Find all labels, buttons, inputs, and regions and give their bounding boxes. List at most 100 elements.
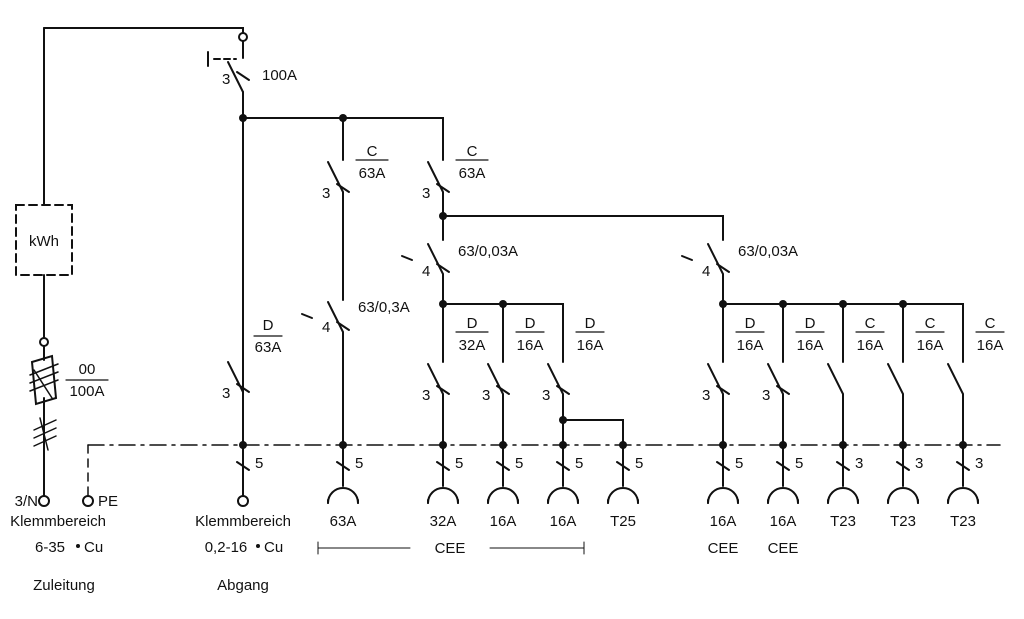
rating-fraction-lines bbox=[253, 159, 1005, 337]
socket-32a: 32A bbox=[430, 513, 457, 530]
w-16a-4: 5 bbox=[795, 455, 803, 472]
wire-count-ticks bbox=[236, 461, 970, 471]
socket-t23-3-icon bbox=[947, 487, 979, 504]
b1-poles: 3 bbox=[422, 387, 430, 404]
breaker-c16c-contact bbox=[947, 363, 964, 443]
breaker-d63-tick bbox=[236, 383, 250, 393]
supply-terminal-top bbox=[238, 32, 248, 42]
breaker-d16d-tick bbox=[776, 385, 790, 395]
breaker-c63-2-tick bbox=[436, 183, 450, 193]
w-32a: 5 bbox=[455, 455, 463, 472]
socket-t23-2: T23 bbox=[890, 513, 916, 530]
junction-dots bbox=[239, 114, 967, 449]
outgoing-unit: Cu bbox=[264, 539, 283, 556]
cee-group-label: CEE bbox=[435, 540, 466, 557]
supply-unit: Cu bbox=[84, 539, 103, 556]
breaker-main-type: D bbox=[263, 317, 274, 334]
rcd-right-tick bbox=[716, 263, 730, 273]
rcd-right-poles: 4 bbox=[702, 263, 710, 280]
w-16a-2: 5 bbox=[575, 455, 583, 472]
breaker-c2-poles: 3 bbox=[422, 185, 430, 202]
rcd-left-handle bbox=[401, 255, 413, 261]
breaker-c1-rating: 63A bbox=[359, 165, 386, 182]
w-outgoing: 5 bbox=[255, 455, 263, 472]
rcd-right-rating: 63/0,03A bbox=[738, 243, 798, 260]
socket-63a-icon bbox=[327, 487, 359, 504]
rcd-left-tick bbox=[436, 263, 450, 273]
socket-t25-icon bbox=[607, 487, 639, 504]
b6-type: C bbox=[865, 315, 876, 332]
b4-type: D bbox=[745, 315, 756, 332]
w-16a-1: 5 bbox=[515, 455, 523, 472]
socket-32a-icon bbox=[427, 487, 459, 504]
supply-square-icon bbox=[76, 544, 80, 548]
socket-16a-1: 16A bbox=[490, 513, 517, 530]
outgoing-area: Klemmbereich bbox=[195, 513, 291, 530]
w-t23-2: 3 bbox=[915, 455, 923, 472]
breaker-d16a-tick bbox=[496, 385, 510, 395]
b5-type: D bbox=[805, 315, 816, 332]
b4-rating: 16A bbox=[737, 337, 764, 354]
left-group-bus bbox=[442, 303, 564, 363]
rcd-main-rating: 63/0,3A bbox=[358, 299, 410, 316]
b2-rating: 16A bbox=[517, 337, 544, 354]
main-breaker-rating: 100A bbox=[262, 67, 297, 84]
b7-type: C bbox=[925, 315, 936, 332]
supply-line-top bbox=[43, 27, 244, 34]
breaker-c2-type: C bbox=[467, 143, 478, 160]
fuse-hatch-icon bbox=[29, 363, 59, 399]
b4-poles: 3 bbox=[702, 387, 710, 404]
w-63a: 5 bbox=[355, 455, 363, 472]
rcd-right-handle bbox=[681, 255, 693, 261]
terminal-n-label: 3/N bbox=[15, 493, 38, 510]
w-t23-1: 3 bbox=[855, 455, 863, 472]
terminal-n-icon bbox=[38, 495, 50, 507]
supply-area: Klemmbereich bbox=[10, 513, 106, 530]
breaker-c16b-contact bbox=[887, 363, 904, 443]
cee-bracket bbox=[317, 541, 585, 555]
right-group-bus bbox=[722, 303, 964, 363]
b2-poles: 3 bbox=[482, 387, 490, 404]
b8-rating: 16A bbox=[977, 337, 1004, 354]
b6-rating: 16A bbox=[857, 337, 884, 354]
fuse-icon bbox=[30, 354, 58, 406]
outgoing-range: 0,2-16 bbox=[205, 539, 248, 556]
w-t25: 5 bbox=[635, 455, 643, 472]
socket-t23-1: T23 bbox=[830, 513, 856, 530]
breaker-c2-rating: 63A bbox=[459, 165, 486, 182]
breaker-c1-poles: 3 bbox=[322, 185, 330, 202]
t25-feed bbox=[562, 419, 624, 443]
rcd-main-contact bbox=[327, 301, 344, 443]
rcd-left-contact bbox=[427, 243, 444, 305]
breaker-d32-tick bbox=[436, 385, 450, 395]
socket-63a: 63A bbox=[330, 513, 357, 530]
breaker-c63-1 bbox=[327, 149, 344, 301]
rcd-main-tick bbox=[336, 321, 350, 331]
outgoing-square-icon bbox=[256, 544, 260, 548]
breaker-c16a-contact bbox=[827, 363, 844, 443]
breaker-d16b-tick bbox=[556, 385, 570, 395]
b3-rating: 16A bbox=[577, 337, 604, 354]
supply-caption: Zuleitung bbox=[33, 577, 95, 594]
socket-feet bbox=[327, 499, 979, 504]
b7-rating: 16A bbox=[917, 337, 944, 354]
bus-right bbox=[442, 215, 724, 241]
socket-16a-1-icon bbox=[487, 487, 519, 504]
rcd-main-poles: 4 bbox=[322, 319, 330, 336]
socket-t23-2-icon bbox=[887, 487, 919, 504]
bus-top bbox=[242, 117, 444, 151]
supply-range: 6-35 bbox=[35, 539, 65, 556]
b5-poles: 3 bbox=[762, 387, 770, 404]
breaker-main-poles: 3 bbox=[222, 385, 230, 402]
b5-rating: 16A bbox=[797, 337, 824, 354]
main-breaker-tick bbox=[236, 71, 250, 81]
socket-16a-2-icon bbox=[547, 487, 579, 504]
rcd-right-contact bbox=[707, 243, 724, 305]
terminal-pe-label: PE bbox=[98, 493, 118, 510]
supply-terminal-middle bbox=[39, 337, 49, 347]
b1-type: D bbox=[467, 315, 478, 332]
breaker-main-rating: 63A bbox=[255, 339, 282, 356]
socket-16a-4: 16A bbox=[770, 513, 797, 530]
breaker-d16c-tick bbox=[716, 385, 730, 395]
